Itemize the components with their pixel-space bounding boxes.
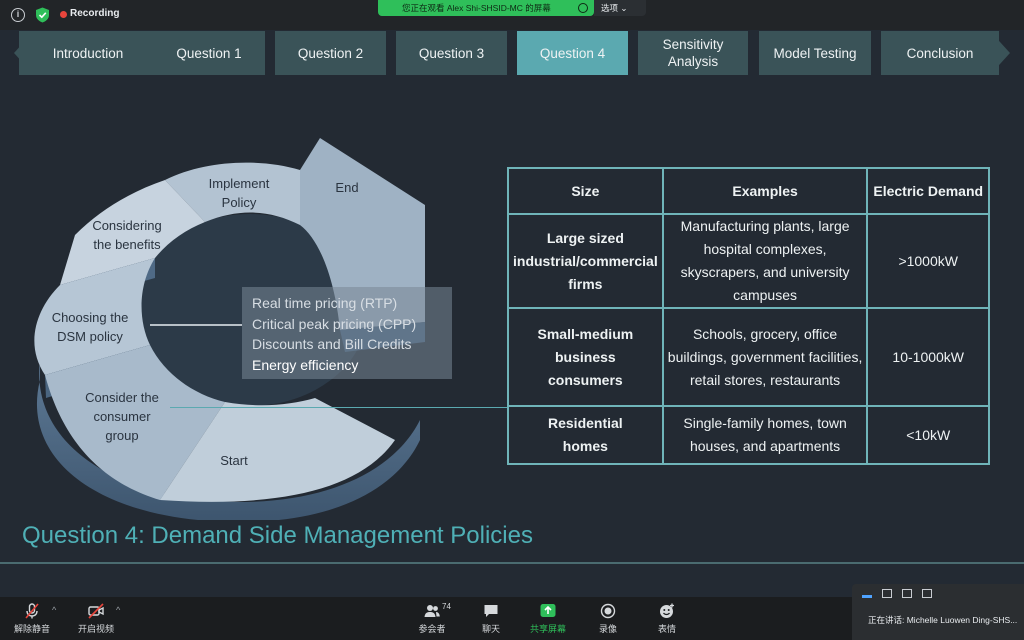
participants-button[interactable]: 参会者: [406, 603, 458, 635]
segment-label-benefits-2: the benefits: [93, 237, 161, 252]
policy-item: Critical peak pricing (CPP): [252, 315, 417, 332]
share-screen-button[interactable]: 共享屏幕: [522, 603, 574, 635]
segment-choosing-dsm-policy: [34, 258, 155, 375]
viewing-share-banner: 您正在观看 Alex Shi-SHSID-MC 的屏幕: [378, 0, 594, 16]
slide-title: Question 4: Demand Side Management Polic…: [22, 522, 533, 549]
row-size: Residential homes: [507, 405, 664, 465]
layout-grid-icon[interactable]: [922, 589, 932, 598]
row-demand: <10kW: [866, 405, 990, 465]
start-video-label: 开启视频: [77, 624, 114, 634]
table-row: Large sized industrial/commercial firms …: [507, 213, 990, 309]
segment-label-benefits-1: Considering: [92, 218, 161, 233]
shield-icon[interactable]: [35, 7, 50, 23]
policy-item: Real time pricing (RTP): [252, 295, 398, 311]
segment-label-dsm-1: Choosing the: [52, 310, 129, 325]
reactions-button[interactable]: 表情: [641, 603, 693, 635]
segment-label-consumer-group-3: group: [105, 428, 138, 443]
consumer-group-table-connector: [170, 407, 507, 408]
tab-question-1[interactable]: Question 1: [153, 31, 265, 75]
segment-end: [300, 138, 425, 330]
tab-sensitivity-analysis[interactable]: Sensitivity Analysis: [638, 31, 748, 75]
row-size: Small-medium business consumers: [507, 307, 664, 407]
table-row: Residential homes Single-family homes, t…: [507, 405, 990, 465]
table-header-size: Size: [507, 167, 664, 215]
info-icon[interactable]: i: [11, 8, 25, 22]
segment-label-implement-2: Policy: [222, 195, 257, 210]
participants-icon: [424, 605, 440, 617]
row-demand: 10-1000kW: [866, 307, 990, 407]
row-examples: Manufacturing plants, large hospital com…: [661, 213, 869, 309]
share-status-icon: [578, 3, 588, 13]
table-header-demand: Electric Demand: [866, 167, 990, 215]
layout-minimize-icon[interactable]: [862, 595, 872, 598]
record-icon: [600, 603, 616, 619]
dsm-policy-list: Real time pricing (RTP) Critical peak pr…: [242, 287, 452, 379]
chat-icon: [484, 605, 498, 617]
row-examples: Single-family homes, town houses, and ap…: [661, 405, 869, 465]
microphone-muted-icon: [25, 603, 39, 619]
row-examples: Schools, grocery, office buildings, gove…: [661, 307, 869, 407]
tab-question-4[interactable]: Question 4: [517, 31, 628, 75]
recording-label: Recording: [70, 8, 120, 19]
segment-label-consumer-group-1: Consider the: [85, 390, 159, 405]
tab-question-2[interactable]: Question 2: [275, 31, 386, 75]
chat-label: 聊天: [481, 624, 500, 634]
segment-implement-policy: [165, 162, 300, 225]
record-label: 录像: [598, 624, 617, 634]
record-button[interactable]: 录像: [582, 603, 634, 635]
active-speaker-panel: 正在讲话: Michelle Luowen Ding-SHS...: [852, 584, 1024, 640]
segment-label-implement-1: Implement: [209, 176, 270, 191]
policy-item: Discounts and Bill Credits: [252, 336, 412, 352]
policy-item-highlighted: Energy efficiency: [252, 356, 359, 373]
unmute-button[interactable]: 解除静音: [6, 603, 58, 635]
reactions-label: 表情: [657, 624, 676, 634]
segment-label-end: End: [335, 180, 358, 195]
table-header-examples: Examples: [661, 167, 869, 215]
reaction-icon: [660, 603, 674, 618]
slide-divider: [0, 562, 1024, 564]
view-options-button[interactable]: 选项 ⌄: [594, 0, 646, 16]
tab-question-3[interactable]: Question 3: [396, 31, 507, 75]
unmute-label: 解除静音: [13, 624, 50, 634]
video-off-icon: [88, 603, 104, 619]
chat-button[interactable]: 聊天: [465, 603, 517, 635]
layout-strip-icon[interactable]: [902, 589, 912, 598]
share-screen-icon: [540, 604, 556, 617]
dsm-process-diagram: Start Consider the consumer group Choosi…: [34, 138, 425, 520]
segment-label-consumer-group-2: consumer: [93, 409, 151, 424]
tab-conclusion[interactable]: Conclusion: [881, 31, 999, 75]
segment-consider-consumer-group: [45, 345, 225, 500]
segment-label-start: Start: [220, 453, 248, 468]
video-options-caret-icon[interactable]: ^: [116, 605, 121, 615]
recording-dot-icon: [60, 11, 67, 18]
shared-slide: Introduction Question 1 Question 2 Quest…: [0, 30, 1024, 597]
slide-nav-bar: Introduction Question 1 Question 2 Quest…: [14, 31, 1010, 75]
participants-count-badge: 74: [442, 602, 451, 611]
consumer-group-table: Size Examples Electric Demand Large size…: [507, 167, 990, 465]
row-size: Large sized industrial/commercial firms: [507, 213, 664, 309]
share-banner-text: 您正在观看 Alex Shi-SHSID-MC 的屏幕: [402, 3, 551, 13]
segment-label-dsm-2: DSM policy: [57, 329, 123, 344]
audio-options-caret-icon[interactable]: ^: [52, 605, 57, 615]
layout-single-icon[interactable]: [882, 589, 892, 598]
active-speaker-text: 正在讲话: Michelle Luowen Ding-SHS...: [868, 615, 1018, 625]
tab-introduction[interactable]: Introduction: [19, 31, 157, 75]
meeting-top-bar: i Recording 您正在观看 Alex Shi-SHSID-MC 的屏幕 …: [0, 0, 1024, 30]
start-video-button[interactable]: 开启视频: [70, 603, 122, 635]
participants-label: 参会者: [418, 624, 446, 634]
tab-model-testing[interactable]: Model Testing: [759, 31, 871, 75]
segment-considering-benefits: [60, 180, 205, 285]
table-row: Small-medium business consumers Schools,…: [507, 307, 990, 407]
nav-arrow-right-icon: [990, 31, 1010, 75]
share-screen-label: 共享屏幕: [529, 624, 566, 634]
segment-start: [160, 398, 395, 502]
row-demand: >1000kW: [866, 213, 990, 309]
